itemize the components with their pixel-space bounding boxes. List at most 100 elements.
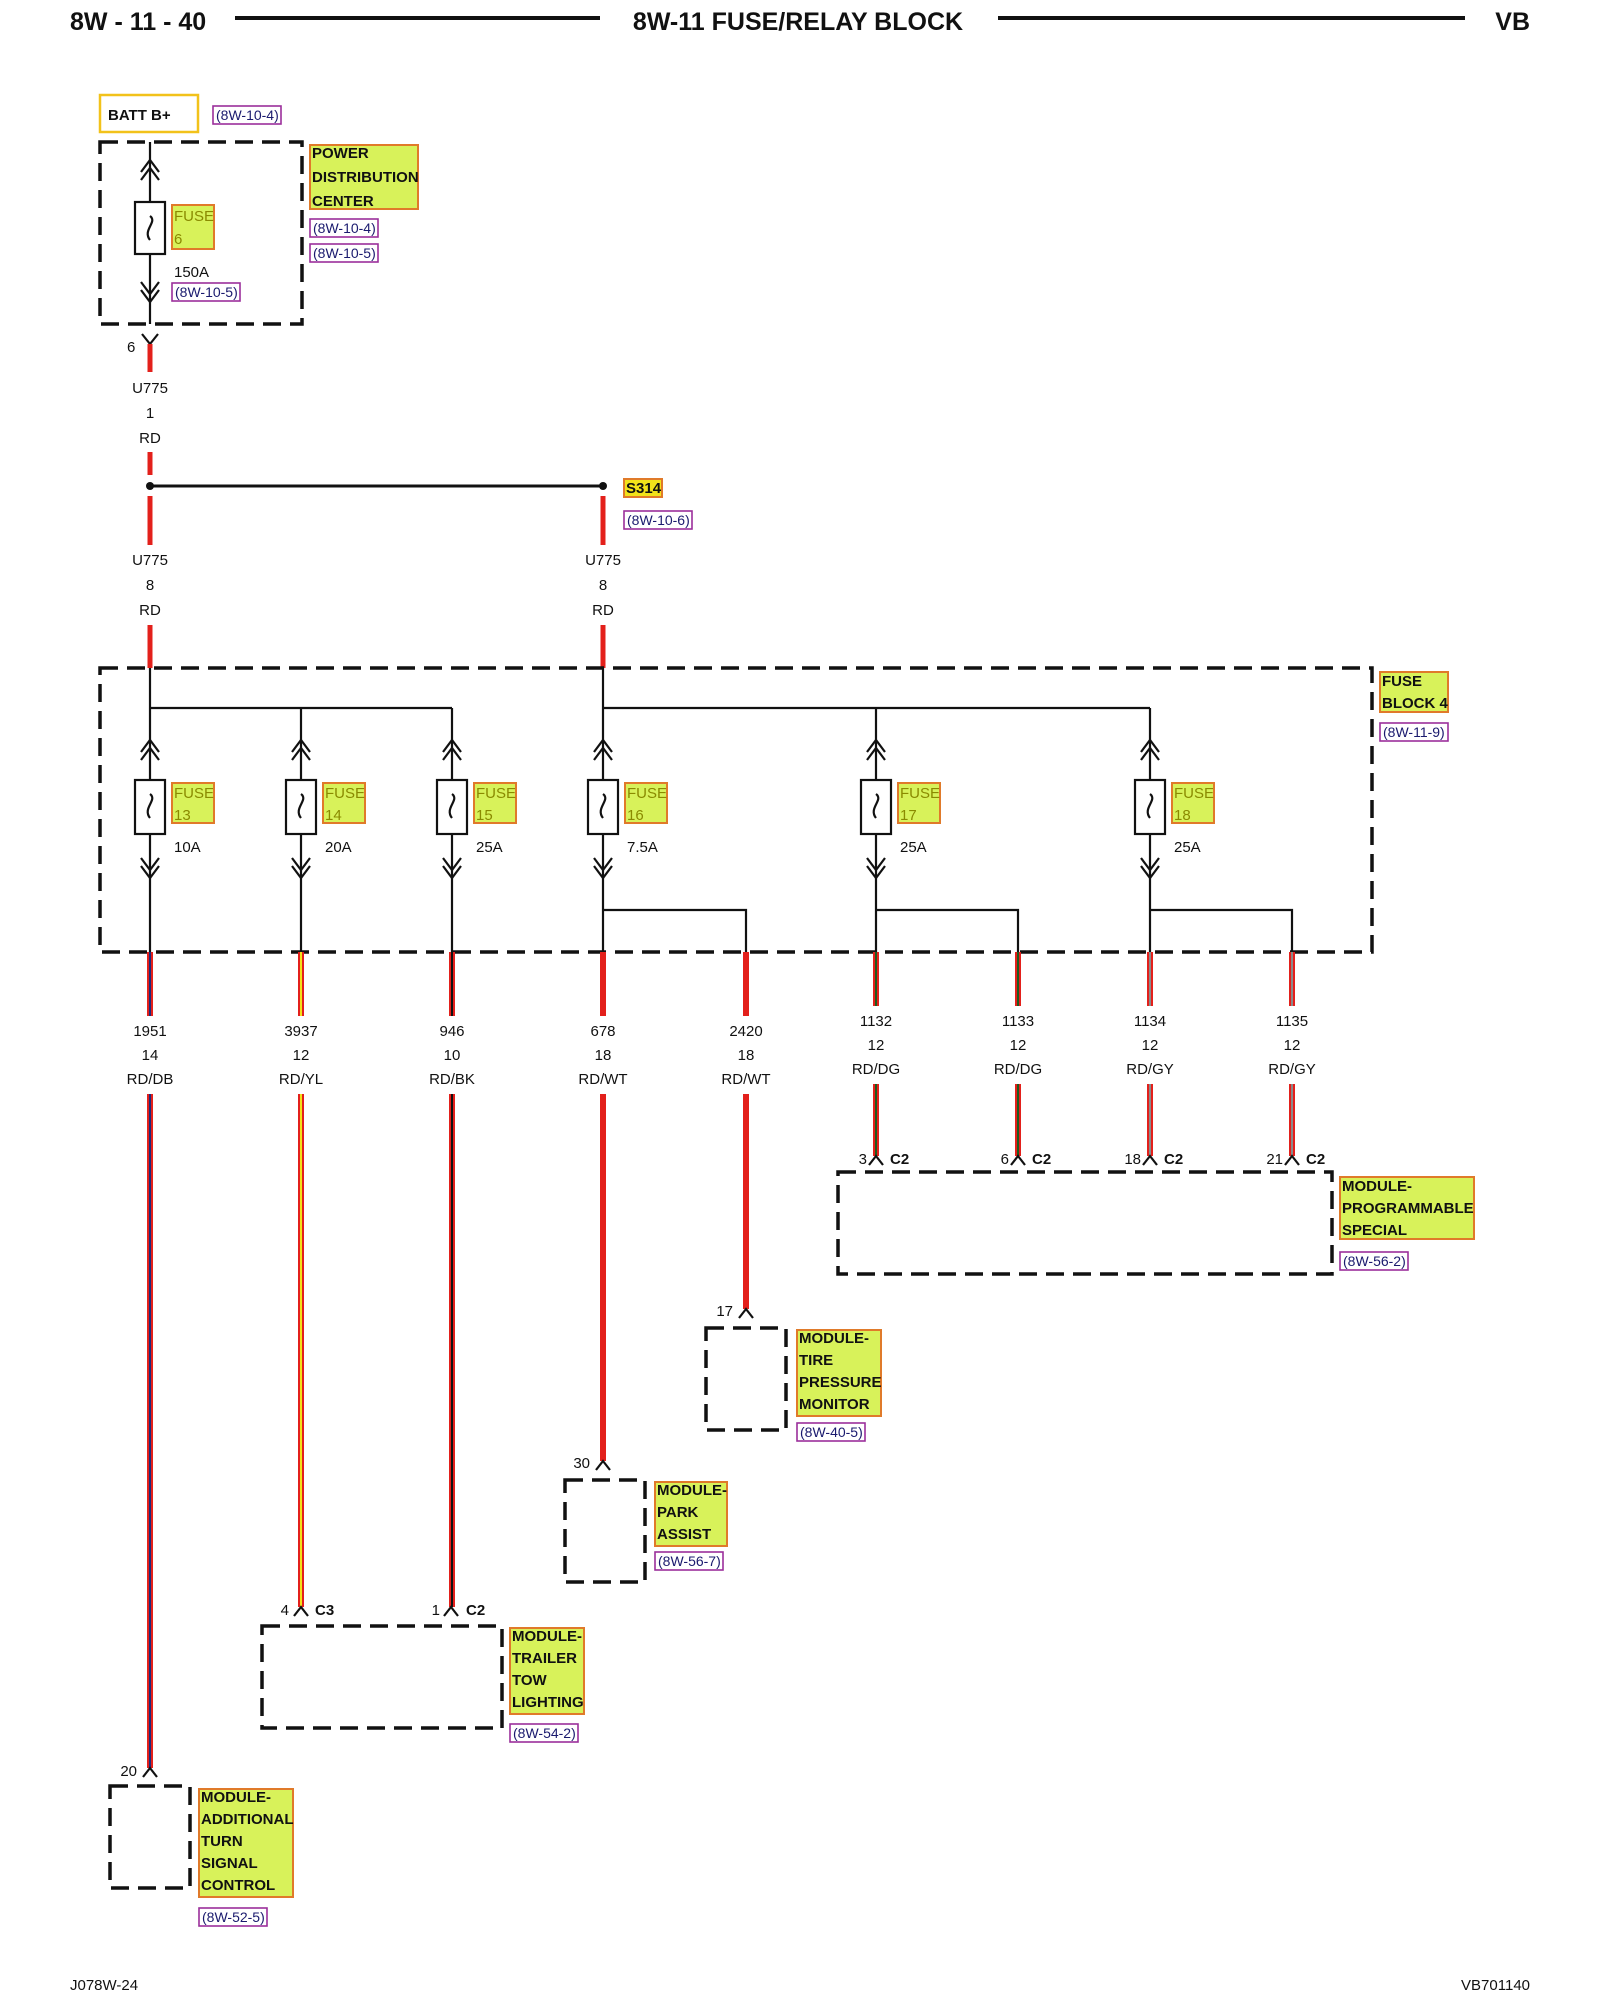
feed-1-connector: U775 xyxy=(132,552,168,569)
pdc-ref-1: (8W-10-4) xyxy=(313,220,376,236)
pa-terminal-icon xyxy=(595,1459,611,1471)
fuse-15-number: 15 xyxy=(476,807,493,824)
ttl-pin-1: 4 xyxy=(281,1602,289,1619)
pdc-label-box xyxy=(309,144,419,210)
pa-label-line-2: PARK xyxy=(657,1504,699,1521)
ttl-ref: (8W-54-2) xyxy=(513,1725,576,1741)
circuit-678-color: RD/WT xyxy=(578,1071,627,1088)
pdc-fuse-element-icon xyxy=(146,215,154,241)
circuit-3937-color: RD/YL xyxy=(279,1071,323,1088)
mps-label-line-1: MODULE- xyxy=(1342,1178,1412,1195)
fuse-15-bottom-chevron-icon xyxy=(442,857,462,880)
fuse-block-label-line-2: BLOCK 4 xyxy=(1382,695,1448,712)
pdc-label-line-1: POWER xyxy=(312,145,369,162)
module-trailer-tow-lighting: 4 C3 1 C2 MODULE- TRAILER TOW LIGHTING (… xyxy=(260,1602,585,1743)
mps-pin-21: 21 xyxy=(1266,1151,1283,1168)
mps-conn-21: C2 xyxy=(1306,1151,1325,1168)
fuse-13-number: 13 xyxy=(174,807,191,824)
pdc-fuse-ref-box xyxy=(171,282,241,302)
ttl-label-box xyxy=(509,1627,585,1715)
tpm-ref: (8W-40-5) xyxy=(800,1424,863,1440)
pdc-fuse-number: 6 xyxy=(174,231,182,248)
fuse-16-top-chevron-icon xyxy=(593,738,613,761)
page-title: 8W-11 FUSE/RELAY BLOCK xyxy=(633,8,963,36)
fuse-13-label: FUSE xyxy=(174,785,214,802)
fuse-17-element-icon xyxy=(872,793,880,819)
atsc-label-line-3: TURN xyxy=(201,1833,243,1850)
circuit-946-color: RD/BK xyxy=(429,1071,475,1088)
pa-pin: 30 xyxy=(573,1455,590,1472)
fuse-16-element-icon xyxy=(599,793,607,819)
fuse-17-number: 17 xyxy=(900,807,917,824)
tpm-label-line-4: MONITOR xyxy=(799,1396,870,1413)
circuit-1951-color: RD/DB xyxy=(127,1071,174,1088)
fuse-14-element-icon xyxy=(297,793,305,819)
tpm-label-line-2: TIRE xyxy=(799,1352,833,1369)
fuse-output-splits xyxy=(603,908,1294,952)
pdc-cavity-number: 6 xyxy=(127,339,135,356)
pdc-ref-2: (8W-10-5) xyxy=(313,245,376,261)
fuse-13-label-box xyxy=(171,782,215,824)
fuse-18-label: FUSE xyxy=(1174,785,1214,802)
batt-ref-box xyxy=(212,105,282,125)
fuse-17-bottom-chevron-icon xyxy=(866,857,886,880)
ttl-label-line-2: TRAILER xyxy=(512,1650,577,1667)
ttl-conn-2: C2 xyxy=(466,1602,485,1619)
feed-wire-connector: U775 xyxy=(132,380,168,397)
atsc-label-line-5: CONTROL xyxy=(201,1877,275,1894)
fuse-18-label-box xyxy=(1171,782,1215,824)
splice-s314: S314 (8W-10-6) U775 8 RD U775 8 RD xyxy=(132,478,693,668)
fuse-18-number: 18 xyxy=(1174,807,1191,824)
fuse-13-bottom-chevron-icon xyxy=(140,857,160,880)
circuit-1135-color: RD/GY xyxy=(1268,1061,1316,1078)
fuse-block-label-box xyxy=(1379,671,1449,713)
mps-pin-3: 3 xyxy=(859,1151,867,1168)
page-code: 8W - 11 - 40 xyxy=(70,8,206,36)
ttl-ref-box xyxy=(509,1723,579,1743)
fuse-16-label-box xyxy=(624,782,668,824)
pdc-fuse-label-box xyxy=(171,204,215,250)
pdc-fuse-ref: (8W-10-5) xyxy=(175,284,238,300)
fuse-14-number: 14 xyxy=(325,807,342,824)
tpm-label-line-1: MODULE- xyxy=(799,1330,869,1347)
fuse-13-top-chevron-icon xyxy=(140,738,160,761)
fuse-block-4: FUSE1310AFUSE1420AFUSE1525AFUSE167.5AFUS… xyxy=(98,666,1449,954)
pdc-fuse-bottom-chevron-icon xyxy=(140,281,160,304)
ttl-terminal-2-icon xyxy=(443,1605,459,1617)
tpm-outline xyxy=(704,1326,788,1432)
splice-dot-left xyxy=(146,482,154,490)
vehicle-code: VB xyxy=(1495,8,1530,36)
mps-terminal-18-icon xyxy=(1142,1154,1158,1166)
mps-ref-box xyxy=(1339,1251,1409,1271)
circuit-1133-color: RD/DG xyxy=(994,1061,1042,1078)
fuse-17-label-box xyxy=(897,782,941,824)
fuse-15-rating: 25A xyxy=(476,839,503,856)
circuit-2420-gauge: 18 xyxy=(738,1047,755,1064)
atsc-terminal-icon xyxy=(142,1766,158,1778)
feed-wire-color: RD xyxy=(139,430,161,447)
feed-wire-u775: 6 U775 1 RD xyxy=(127,333,168,475)
page-header: 8W - 11 - 40 8W-11 FUSE/RELAY BLOCK VB xyxy=(70,8,1530,36)
mps-pin-18: 18 xyxy=(1124,1151,1141,1168)
atsc-outline xyxy=(108,1784,192,1890)
mps-terminal-6-icon xyxy=(1010,1154,1026,1166)
fuse-15-label: FUSE xyxy=(476,785,516,802)
circuit-946-gauge: 10 xyxy=(444,1047,461,1064)
fuse-16-label: FUSE xyxy=(627,785,667,802)
batt-b-plus: BATT B+ (8W-10-4) xyxy=(98,93,282,134)
mps-conn-6: C2 xyxy=(1032,1151,1051,1168)
footer-left-code: J078W-24 xyxy=(70,1977,138,1994)
circuit-wires: 195114RD/DB393712RD/YL94610RD/BK67818RD/… xyxy=(127,952,1316,1768)
tpm-ref-box xyxy=(796,1422,866,1442)
mps-ref: (8W-56-2) xyxy=(1343,1253,1406,1269)
pa-ref: (8W-56-7) xyxy=(658,1553,721,1569)
circuit-1134-number: 1134 xyxy=(1134,1013,1166,1030)
fuse-group: FUSE1310AFUSE1420AFUSE1525AFUSE167.5AFUS… xyxy=(133,708,1215,952)
fuse-15-top-chevron-icon xyxy=(442,738,462,761)
circuit-2420-color: RD/WT xyxy=(721,1071,770,1088)
pdc-fuse-rating: 150A xyxy=(174,264,209,281)
circuit-1134-gauge: 12 xyxy=(1142,1037,1159,1054)
pdc-ref-1-box xyxy=(309,218,379,238)
